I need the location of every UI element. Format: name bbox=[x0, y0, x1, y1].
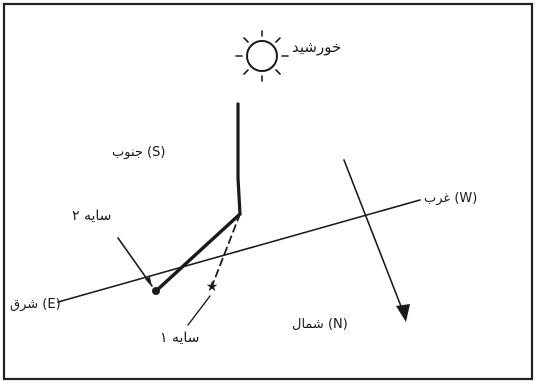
sun-icon bbox=[235, 30, 289, 82]
west-label: غرب (W) bbox=[424, 191, 477, 206]
shadow-1-line bbox=[211, 213, 241, 287]
north-arrow-line bbox=[343, 159, 405, 315]
shadow-2-line bbox=[154, 212, 242, 293]
north-arrow-head bbox=[396, 304, 410, 322]
shadow-2-pointer-head bbox=[145, 277, 152, 287]
south-label: جنوب (S) bbox=[112, 145, 165, 160]
north-label: شمال (N) bbox=[292, 317, 348, 332]
shadow-2-pointer bbox=[117, 237, 153, 287]
shadow-2-tip-marker bbox=[152, 287, 160, 295]
shadow-1-star-marker: ★ bbox=[206, 279, 219, 295]
shadow-1-label: سایه ۱ bbox=[160, 330, 199, 346]
gnomon-stick bbox=[236, 102, 242, 216]
diagram-frame bbox=[2, 2, 534, 381]
east-west-line bbox=[57, 199, 421, 303]
east-label: شرق (E) bbox=[10, 297, 61, 312]
shadow-2-label: سایه ۲ bbox=[72, 208, 111, 224]
sun-label: خورشید bbox=[292, 38, 341, 56]
shadow-1-pointer bbox=[187, 295, 211, 326]
